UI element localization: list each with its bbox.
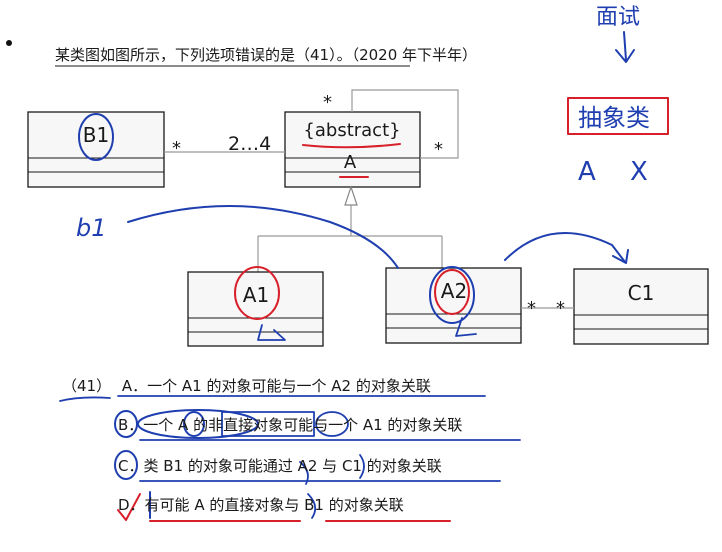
option-b: B．一个 A 的非直接对象可能与一个 A1 的对象关联 [118,416,463,434]
note-abstract-class: 抽象类 [578,104,650,132]
note-a-mark: A [578,157,596,187]
option-c: C．类 B1 的对象可能通过 A2 与 C1 的对象关联 [118,457,442,475]
class-b1: B1 [27,111,165,188]
pen-annotations [59,31,669,522]
question-stem: 某类图如图所示，下列选项错误的是（41）。（2020 年下半年） [55,46,478,64]
option-d: D．有可能 A 的直接对象与 B1 的对象关联 [118,496,404,514]
option-group-label: （41） [62,377,112,395]
bullet-dot [6,40,12,46]
mult-self-right: * [434,139,443,160]
class-a1-name: A1 [243,283,269,307]
option-a-row: （41） A．一个 A1 的对象可能与一个 A2 的对象关联 [62,375,431,396]
note-x-mark: X [630,157,648,187]
class-a: {abstract} A [284,111,421,188]
note-b1: b1 [76,214,107,242]
note-top-right: 面试 [596,5,640,30]
mult-self-top: * [323,92,332,113]
class-a-name: A [344,152,357,173]
generalization [257,185,443,272]
class-c1: C1 [573,268,709,345]
class-a2: A2 [385,267,522,344]
class-a2-name: A2 [441,279,467,303]
option-a: A．一个 A1 的对象可能与一个 A2 的对象关联 [121,377,431,395]
mult-b1-side: * [172,138,181,159]
class-a1: A1 [187,271,324,347]
class-b1-name: B1 [83,123,109,147]
class-a-stereotype: {abstract} [303,120,400,141]
mult-a-range: 2…4 [228,133,271,155]
mult-a2-c1-right: * [556,298,565,319]
class-c1-name: C1 [628,281,655,305]
mult-a2-c1-left: * [527,298,536,319]
self-association-a [351,89,459,159]
